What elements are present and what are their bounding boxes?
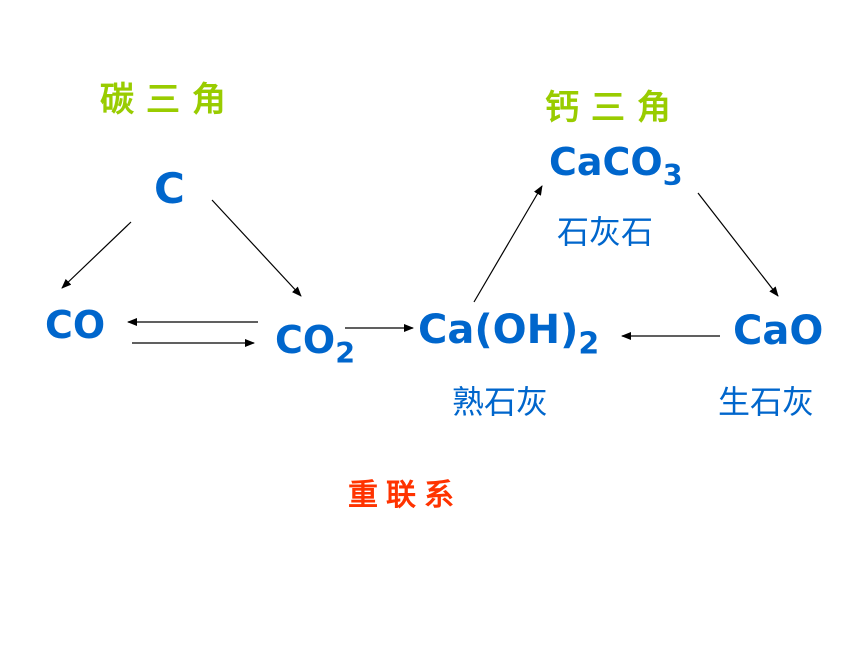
- caco3-base: CaCO: [549, 140, 663, 184]
- caoh2-subscript: 2: [578, 326, 600, 362]
- caoh2-node: Ca(OH)2: [418, 307, 599, 359]
- co-node: CO: [45, 303, 106, 347]
- arrow-caco3-to-cao: [697, 192, 779, 297]
- carbon-triangle-heading: 碳三角: [100, 80, 238, 120]
- co2-node: CO2: [275, 318, 355, 368]
- calcium-triangle-heading: 钙三角: [545, 88, 683, 128]
- caoh2-common-name: 熟石灰: [452, 383, 549, 421]
- caco3-node: CaCO3: [549, 140, 683, 190]
- cao-common-name: 生石灰: [718, 383, 815, 421]
- caco3-subscript: 3: [662, 158, 683, 192]
- relation-label: 重联系: [348, 478, 462, 513]
- carbon-node: C: [154, 164, 185, 213]
- cao-node: CaO: [733, 308, 824, 354]
- caoh2-base: Ca(OH): [418, 307, 579, 353]
- co2-subscript: 2: [335, 336, 356, 370]
- arrow-caoh2-to-caco3: [473, 185, 543, 303]
- co2-base: CO: [275, 318, 336, 362]
- arrow-c-to-co2: [211, 199, 302, 297]
- arrow-c-to-co: [61, 221, 132, 289]
- caco3-common-name: 石灰石: [557, 213, 654, 251]
